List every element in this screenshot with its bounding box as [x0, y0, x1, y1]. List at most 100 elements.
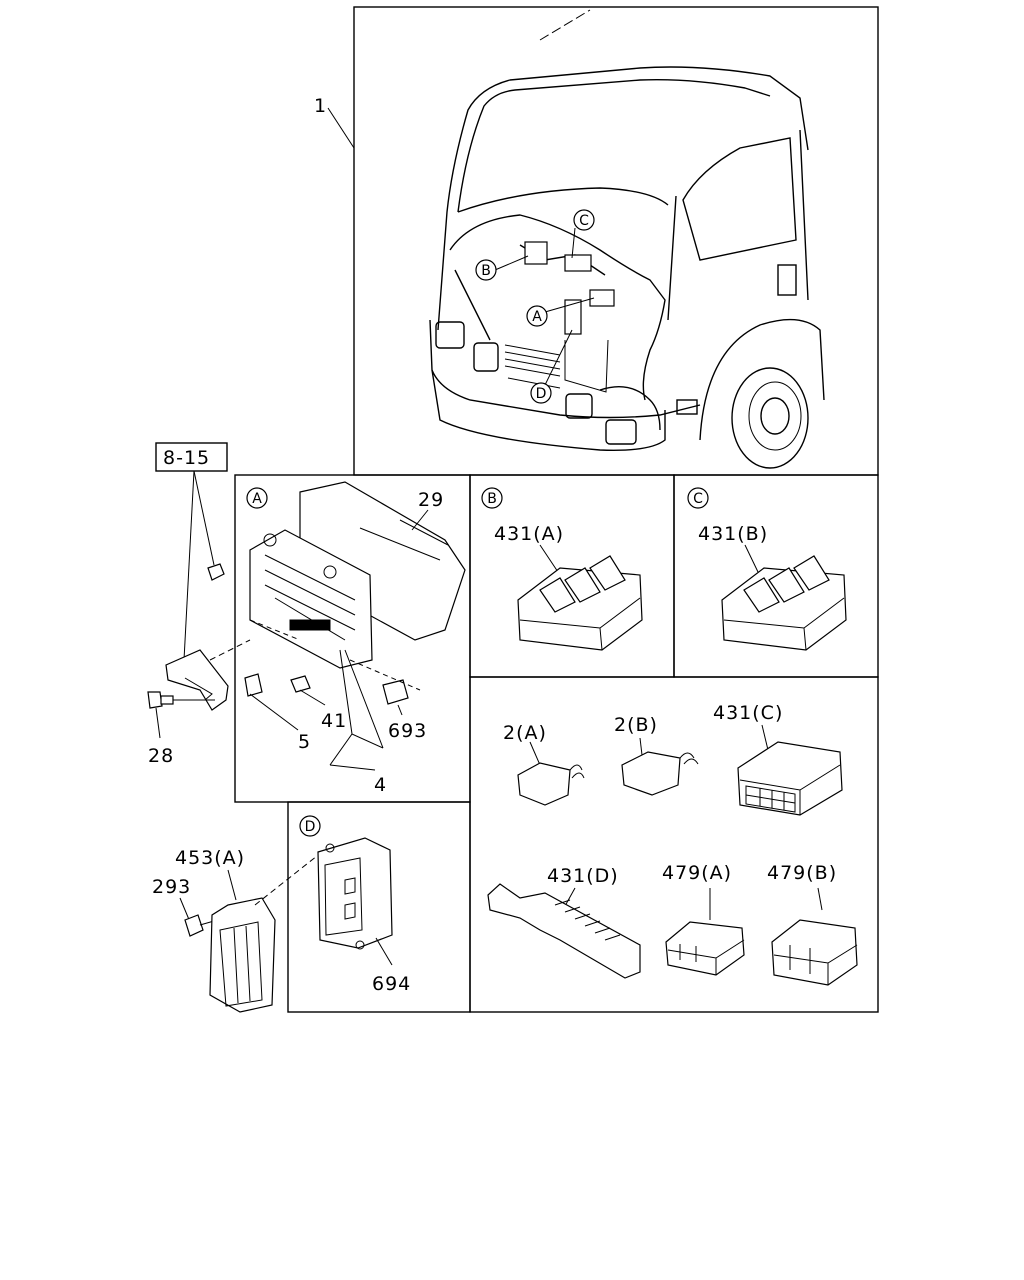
label-693: 693: [388, 720, 427, 742]
wheel-hub: [760, 397, 790, 435]
side-marker: [676, 399, 698, 415]
callout-a-circle: [526, 305, 548, 327]
leader-479b: [817, 887, 823, 911]
headlight-left-1: [435, 321, 465, 349]
grille: [504, 344, 561, 389]
label-2b: 2(B): [614, 714, 658, 736]
bracket-assembly: [147, 442, 251, 739]
leader-d: [544, 329, 573, 386]
bumper-top: [429, 319, 701, 419]
callout-a-detail: A: [252, 491, 262, 507]
ecu-694-body: [317, 837, 393, 949]
door-window: [682, 137, 797, 261]
frames: [234, 6, 879, 1013]
connector-431d: [487, 883, 641, 979]
windshield-top: [457, 78, 771, 213]
callout-c-detail: C: [693, 491, 703, 507]
ecu-453a-ribs: [219, 921, 263, 1007]
leader-431b: [744, 544, 759, 573]
windshield-bottom: [457, 187, 669, 213]
label-28: 28: [148, 745, 174, 767]
leader-431c: [761, 724, 769, 751]
bracket-dash: [209, 639, 251, 661]
door-edges: [667, 129, 809, 321]
headlight-right: [605, 419, 637, 445]
part-693: [382, 679, 409, 705]
fuse-2b-leads: [679, 752, 699, 765]
callout-b-circle: [475, 259, 497, 281]
label-453a: 453(A): [175, 847, 245, 869]
callout-b-truck: B: [481, 263, 491, 279]
connector-431c-grid: [745, 785, 796, 813]
harness-right: [599, 386, 661, 431]
connector-479a: [665, 921, 745, 976]
frame-detail-d: [287, 801, 471, 1013]
relay-431a-tabs: [539, 555, 626, 613]
bracket: [165, 649, 229, 711]
bolt-shank: [160, 695, 174, 705]
part-41: [290, 675, 311, 693]
ecu-dash: [254, 851, 323, 906]
connector-b-body: [524, 241, 548, 265]
label-431d: 431(D): [547, 865, 619, 887]
connector-431c-edges: [739, 764, 841, 815]
leader-b: [494, 255, 529, 271]
label-479a: 479(A): [662, 862, 732, 884]
wheel: [731, 367, 809, 469]
mount-hole-2: [323, 565, 337, 579]
fuse-2b: [621, 751, 681, 796]
leader-2a: [529, 741, 541, 766]
leader-8-15-nut: [193, 470, 215, 566]
leader-1: [327, 107, 355, 149]
fuse-box-illustration: A: [244, 481, 466, 771]
fuse-2a-leads: [569, 764, 585, 779]
detail-b-circle: [481, 487, 503, 509]
dash-693: [349, 659, 421, 691]
nut-293: [184, 914, 204, 937]
ecu-694-bolt-1: [325, 843, 335, 853]
callout-d-truck: D: [536, 386, 547, 402]
antenna: [539, 9, 591, 41]
connector-431d-pins: [554, 899, 621, 941]
harness-main: [449, 214, 666, 401]
leader-694: [375, 937, 393, 966]
relay-431b-tabs: [743, 555, 830, 613]
ecu-453a-illustration: [179, 851, 323, 1013]
label-431c: 431(C): [713, 702, 783, 724]
bumper: [431, 369, 666, 451]
label-1: 1: [314, 95, 327, 117]
connectors-illustration: [487, 724, 858, 986]
callout-c-truck: C: [579, 213, 589, 229]
connector-479b-edges: [773, 944, 858, 985]
connector-479a-edges: [667, 939, 745, 975]
harness-left: [454, 269, 491, 341]
ecu-694-bolt-2: [355, 940, 365, 950]
connector-a-body: [589, 289, 615, 307]
label-8-15: 8-15: [163, 447, 210, 469]
leader-5: [249, 693, 299, 731]
leader-29: [411, 509, 429, 531]
callout-d-detail: D: [305, 819, 316, 835]
truck-cab-illustration: C B A D: [327, 9, 825, 469]
callout-a-truck: A: [532, 309, 542, 325]
leader-4: [329, 649, 384, 766]
leader-431a: [539, 544, 559, 573]
connector-d-body: [564, 299, 582, 335]
fog-lamp: [565, 393, 593, 419]
connector-431c: [737, 741, 843, 816]
leader-453a: [227, 869, 237, 901]
callout-c-circle: [573, 209, 595, 231]
ecu-453a-body: [209, 897, 276, 1013]
relay-431b-illustration: C: [687, 487, 847, 651]
relay-431b-edges: [723, 597, 845, 651]
label-293: 293: [152, 876, 191, 898]
detail-a-circle: [246, 487, 268, 509]
label-431b: 431(B): [698, 523, 768, 545]
leader-41: [299, 689, 326, 706]
fuse-slots: [264, 554, 356, 641]
callout-b-detail: B: [487, 491, 497, 507]
wheel-rim: [748, 381, 802, 451]
wheel-arch: [699, 318, 825, 441]
ecu-694-detail: [324, 857, 363, 936]
